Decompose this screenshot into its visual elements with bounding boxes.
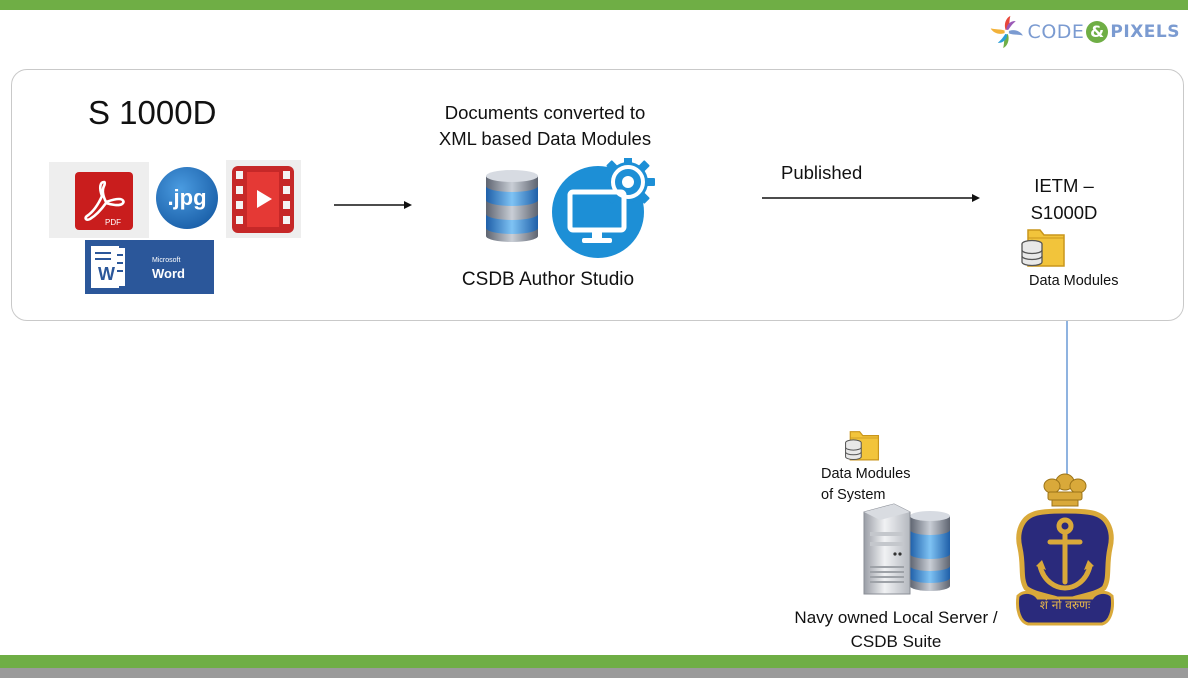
navy-motto: शं नो वरुणः [1039,598,1091,612]
brand-ampersand: & [1086,21,1109,43]
system-data-modules-label: Data Modules of System [821,464,910,506]
ietm-title-line-2: S1000D [1030,202,1098,223]
published-label: Published [781,162,863,183]
convert-arrow [334,201,412,209]
indian-navy-emblem-icon [1016,473,1114,626]
top-accent-bar [0,0,1188,10]
monitor-settings-icon [552,158,655,258]
ietm-data-modules-label: Data Modules [1029,273,1119,289]
brand-wordmark: CODE & PIXELS [1028,21,1180,43]
pinwheel-icon [990,15,1023,49]
diagram-title: S 1000D [88,94,217,131]
conversion-caption-line-1: Documents converted to [444,102,646,123]
database-icon [486,170,538,242]
brand-name-pixels: PIXELS [1110,22,1180,42]
conversion-caption-line-2: XML based Data Modules [438,128,652,149]
local-server-label-line-1: Navy owned Local Server / [794,608,998,627]
bottom-grey-strip [0,668,1188,678]
server-database-icon [863,503,950,595]
ietm-title-line-1: IETM – [1034,175,1094,196]
system-data-modules-line-2: of System [821,487,886,503]
system-data-folder-icon [845,431,880,461]
local-server-label-line-2: CSDB Suite [850,632,942,651]
data-folder-icon [1021,229,1065,267]
publish-arrow [762,194,980,202]
code-and-pixels-logo: CODE & PIXELS [988,12,1180,52]
video-icon [232,166,294,233]
local-server-label: Navy owned Local Server / CSDB Suite [780,606,1012,654]
system-data-modules-line-1: Data Modules [821,466,911,482]
conversion-caption: Documents converted to XML based Data Mo… [420,100,670,152]
jpg-icon-label: .jpg [167,185,206,210]
word-icon-label: Word [152,266,185,281]
jpg-icon: .jpg [156,167,218,229]
bottom-accent-bar [0,655,1188,668]
word-icon-sublabel: Microsoft [152,257,180,264]
pdf-icon-label: PDF [105,218,121,227]
pdf-icon: PDF [75,172,133,230]
brand-name-code: CODE [1027,21,1085,43]
connector-line [1066,321,1068,475]
ietm-title: IETM – S1000D [1014,172,1114,226]
word-icon: W Microsoft Word [85,240,214,294]
csdb-author-studio-label: CSDB Author Studio [461,269,635,290]
svg-text:W: W [98,264,115,284]
